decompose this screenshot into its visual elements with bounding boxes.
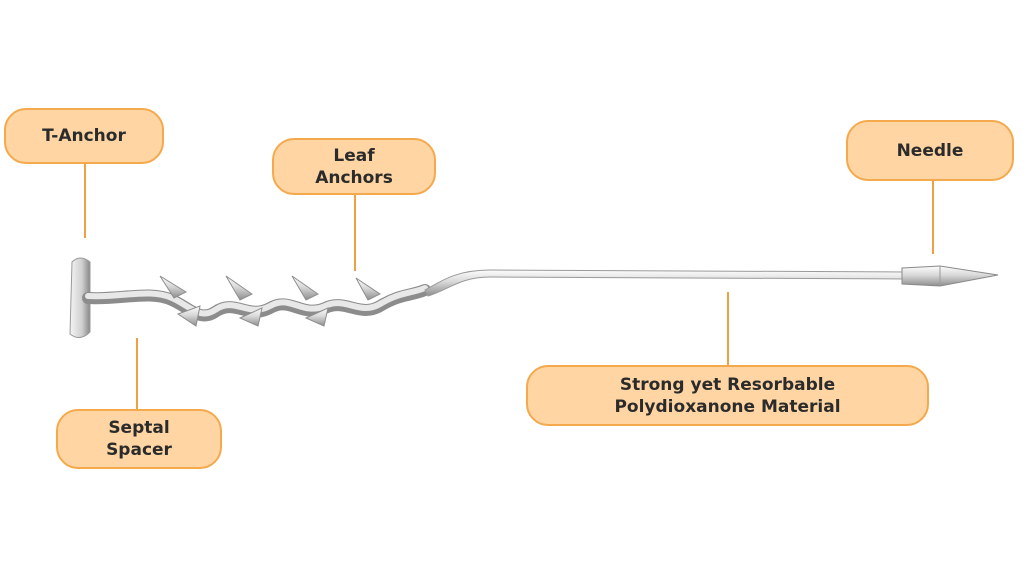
needle-label: Needle xyxy=(846,120,1014,181)
material-label: Strong yet Resorbable Polydioxanone Mate… xyxy=(526,365,929,426)
t-anchor-connector xyxy=(84,162,86,238)
t-anchor-shape xyxy=(69,257,91,338)
material-connector xyxy=(727,292,729,366)
septal-spacer-connector xyxy=(136,338,138,410)
leaf-anchor-body xyxy=(82,284,431,322)
needle-connector xyxy=(932,180,934,254)
leaf-anchors-connector xyxy=(354,193,356,271)
leaf-barbs xyxy=(159,275,381,327)
septal-spacer-label: Septal Spacer xyxy=(56,409,222,469)
needle-shape xyxy=(901,265,999,287)
t-anchor-label: T-Anchor xyxy=(4,108,164,164)
leaf-anchors-label: Leaf Anchors xyxy=(272,138,436,195)
rod-shape xyxy=(424,269,906,297)
